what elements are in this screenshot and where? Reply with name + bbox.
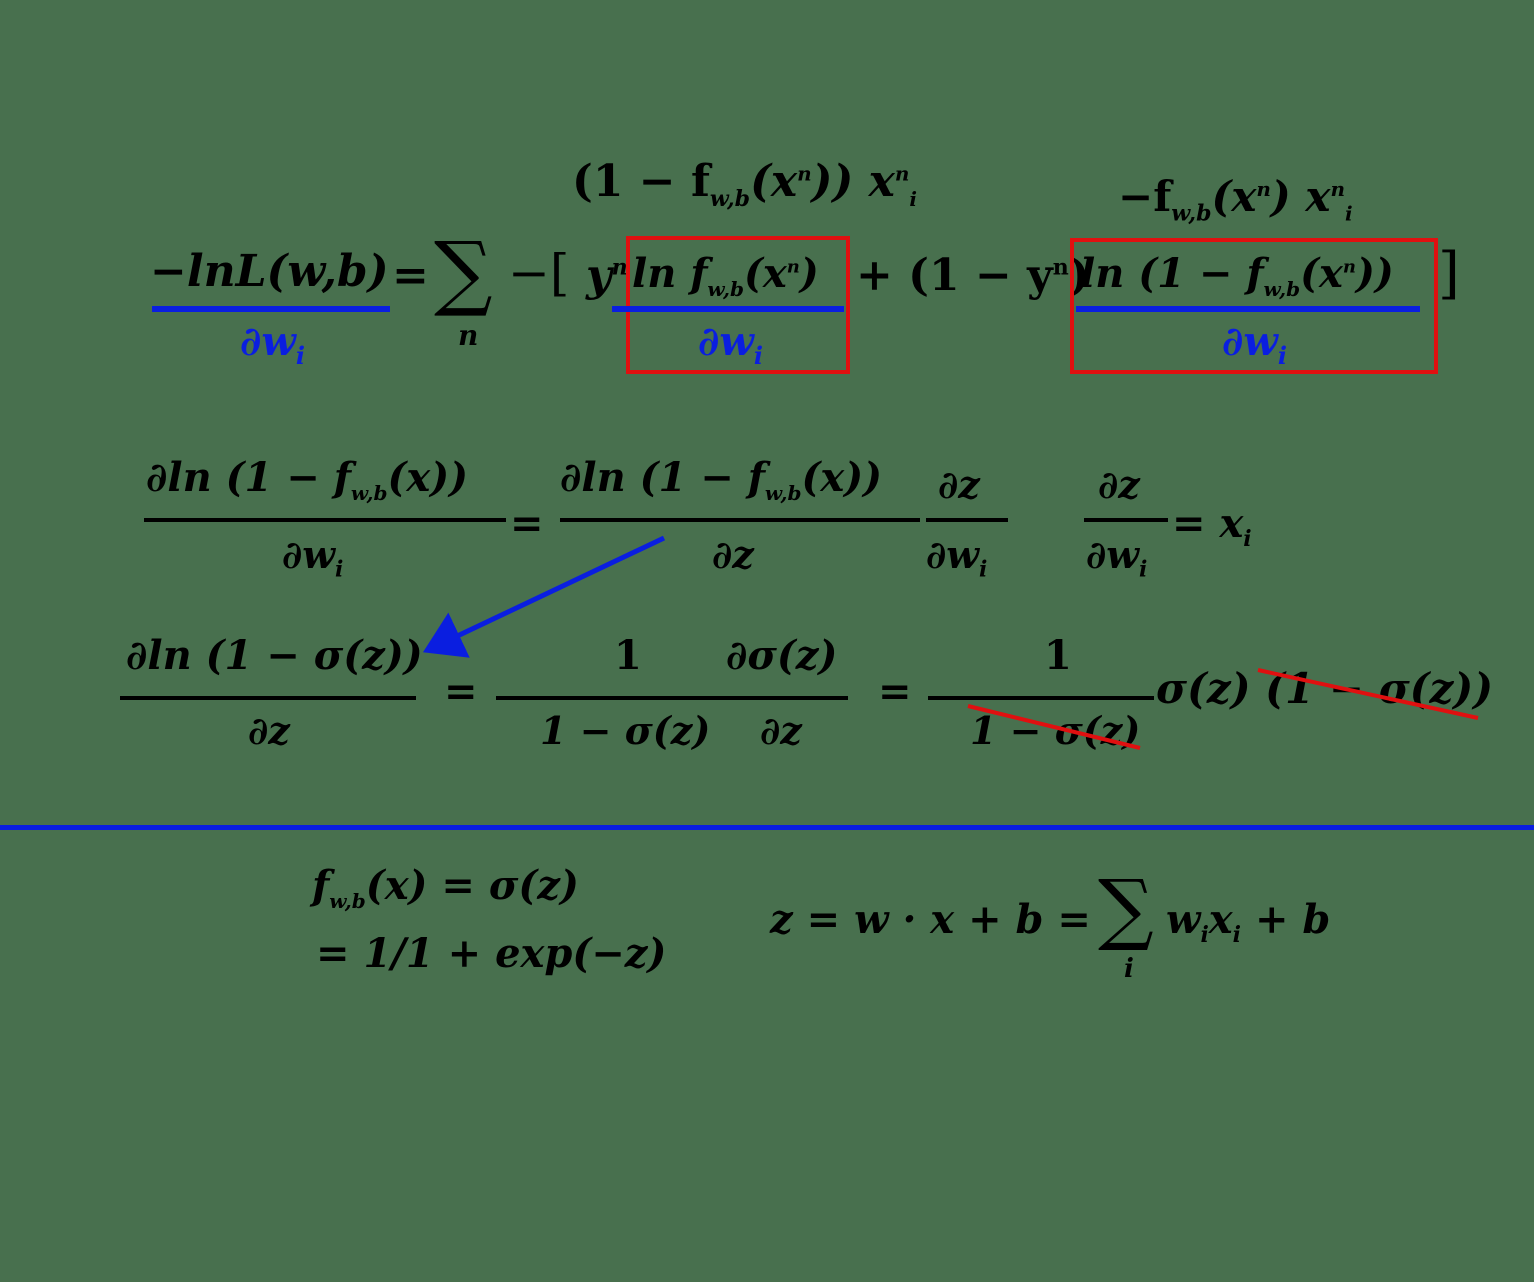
- def-z-sum-index: i: [1124, 954, 1134, 984]
- eq2-side-numerator: ∂z: [1098, 462, 1140, 507]
- eq1-above-term-1: (1 − fw,b(xn)) xni: [572, 156, 918, 212]
- eq1-box2-fraction-bar: [1076, 306, 1420, 312]
- eq2-dz-numerator: ∂z: [938, 462, 980, 507]
- eq3-lhs-numerator: ∂ln (1 − σ(z)): [126, 632, 423, 679]
- eq3-frac3-numerator: 1: [1044, 632, 1072, 679]
- def-z: z = w · x + b =: [770, 896, 1091, 943]
- eq1-box2-denominator: ∂wi: [1222, 318, 1287, 370]
- eq3-frac1-fraction-bar: [496, 696, 720, 700]
- eq3-equals: =: [444, 668, 478, 715]
- eq2-mid-denominator: ∂z: [712, 532, 754, 577]
- eq2-mid-numerator: ∂ln (1 − fw,b(x)): [560, 454, 883, 505]
- eq1-highlight-box-1: [626, 236, 850, 374]
- eq2-dz-fraction-bar: [926, 518, 1008, 522]
- eq3-lhs-denominator: ∂z: [248, 708, 290, 753]
- eq3-frac2-denominator: ∂z: [760, 708, 802, 753]
- strike-line-1: [967, 704, 1141, 750]
- eq1-close-bracket: ]: [1438, 241, 1460, 306]
- section-divider: [0, 825, 1534, 830]
- eq1-lhs-numerator: −lnL(w,b): [150, 246, 389, 297]
- eq1-y-n: yn: [586, 250, 628, 301]
- eq1-highlight-box-2: [1070, 238, 1438, 374]
- eq1-minus-bracket: −[: [508, 244, 570, 302]
- def-z-terms: wixi + b: [1166, 896, 1331, 948]
- eq1-sum-symbol: ∑: [434, 225, 493, 320]
- eq3-equals-2: =: [878, 668, 912, 715]
- eq2-side-rhs: = xi: [1172, 500, 1252, 552]
- eq1-box1-fraction-bar: [612, 306, 844, 312]
- eq2-side-fraction-bar: [1084, 518, 1168, 522]
- eq3-tail: σ(z) (1 − σ(z)): [1156, 664, 1494, 713]
- eq2-lhs-denominator: ∂wi: [282, 532, 344, 583]
- eq3-frac2-fraction-bar: [720, 696, 848, 700]
- eq3-frac1-numerator: 1: [614, 632, 642, 679]
- eq2-mid-fraction-bar: [560, 518, 920, 522]
- eq1-equals: =: [392, 250, 429, 301]
- eq3-frac2-numerator: ∂σ(z): [726, 632, 838, 679]
- eq1-lhs-denominator: ∂wi: [240, 318, 305, 370]
- eq2-equals: =: [510, 500, 544, 547]
- eq1-box1-numerator: ln fw,b(xn): [632, 250, 819, 301]
- def-f-line1: fw,b(x) = σ(z): [312, 862, 579, 913]
- eq1-lhs-fraction-bar: [152, 306, 390, 312]
- eq3-frac3-fraction-bar: [928, 696, 1154, 700]
- eq2-lhs-fraction-bar: [144, 518, 506, 522]
- eq1-sum-index: n: [458, 319, 479, 352]
- eq1-above-term-2: −fw,b(xn) xni: [1118, 172, 1353, 227]
- eq3-lhs-fraction-bar: [120, 696, 416, 700]
- strike-line-2: [1257, 668, 1479, 720]
- eq3-frac1-denominator: 1 − σ(z): [540, 708, 711, 753]
- blue-arrow: [422, 535, 666, 658]
- eq1-box2-numerator: ln (1 − fw,b(xn)): [1080, 250, 1394, 301]
- def-z-sum-symbol: ∑: [1098, 864, 1154, 954]
- def-f-line2: = 1/1 + exp(−z): [316, 930, 667, 977]
- eq2-dz-denominator: ∂wi: [926, 532, 988, 583]
- eq2-side-denominator: ∂wi: [1086, 532, 1148, 583]
- eq2-lhs-numerator: ∂ln (1 − fw,b(x)): [146, 454, 469, 505]
- eq1-box1-denominator: ∂wi: [698, 318, 763, 370]
